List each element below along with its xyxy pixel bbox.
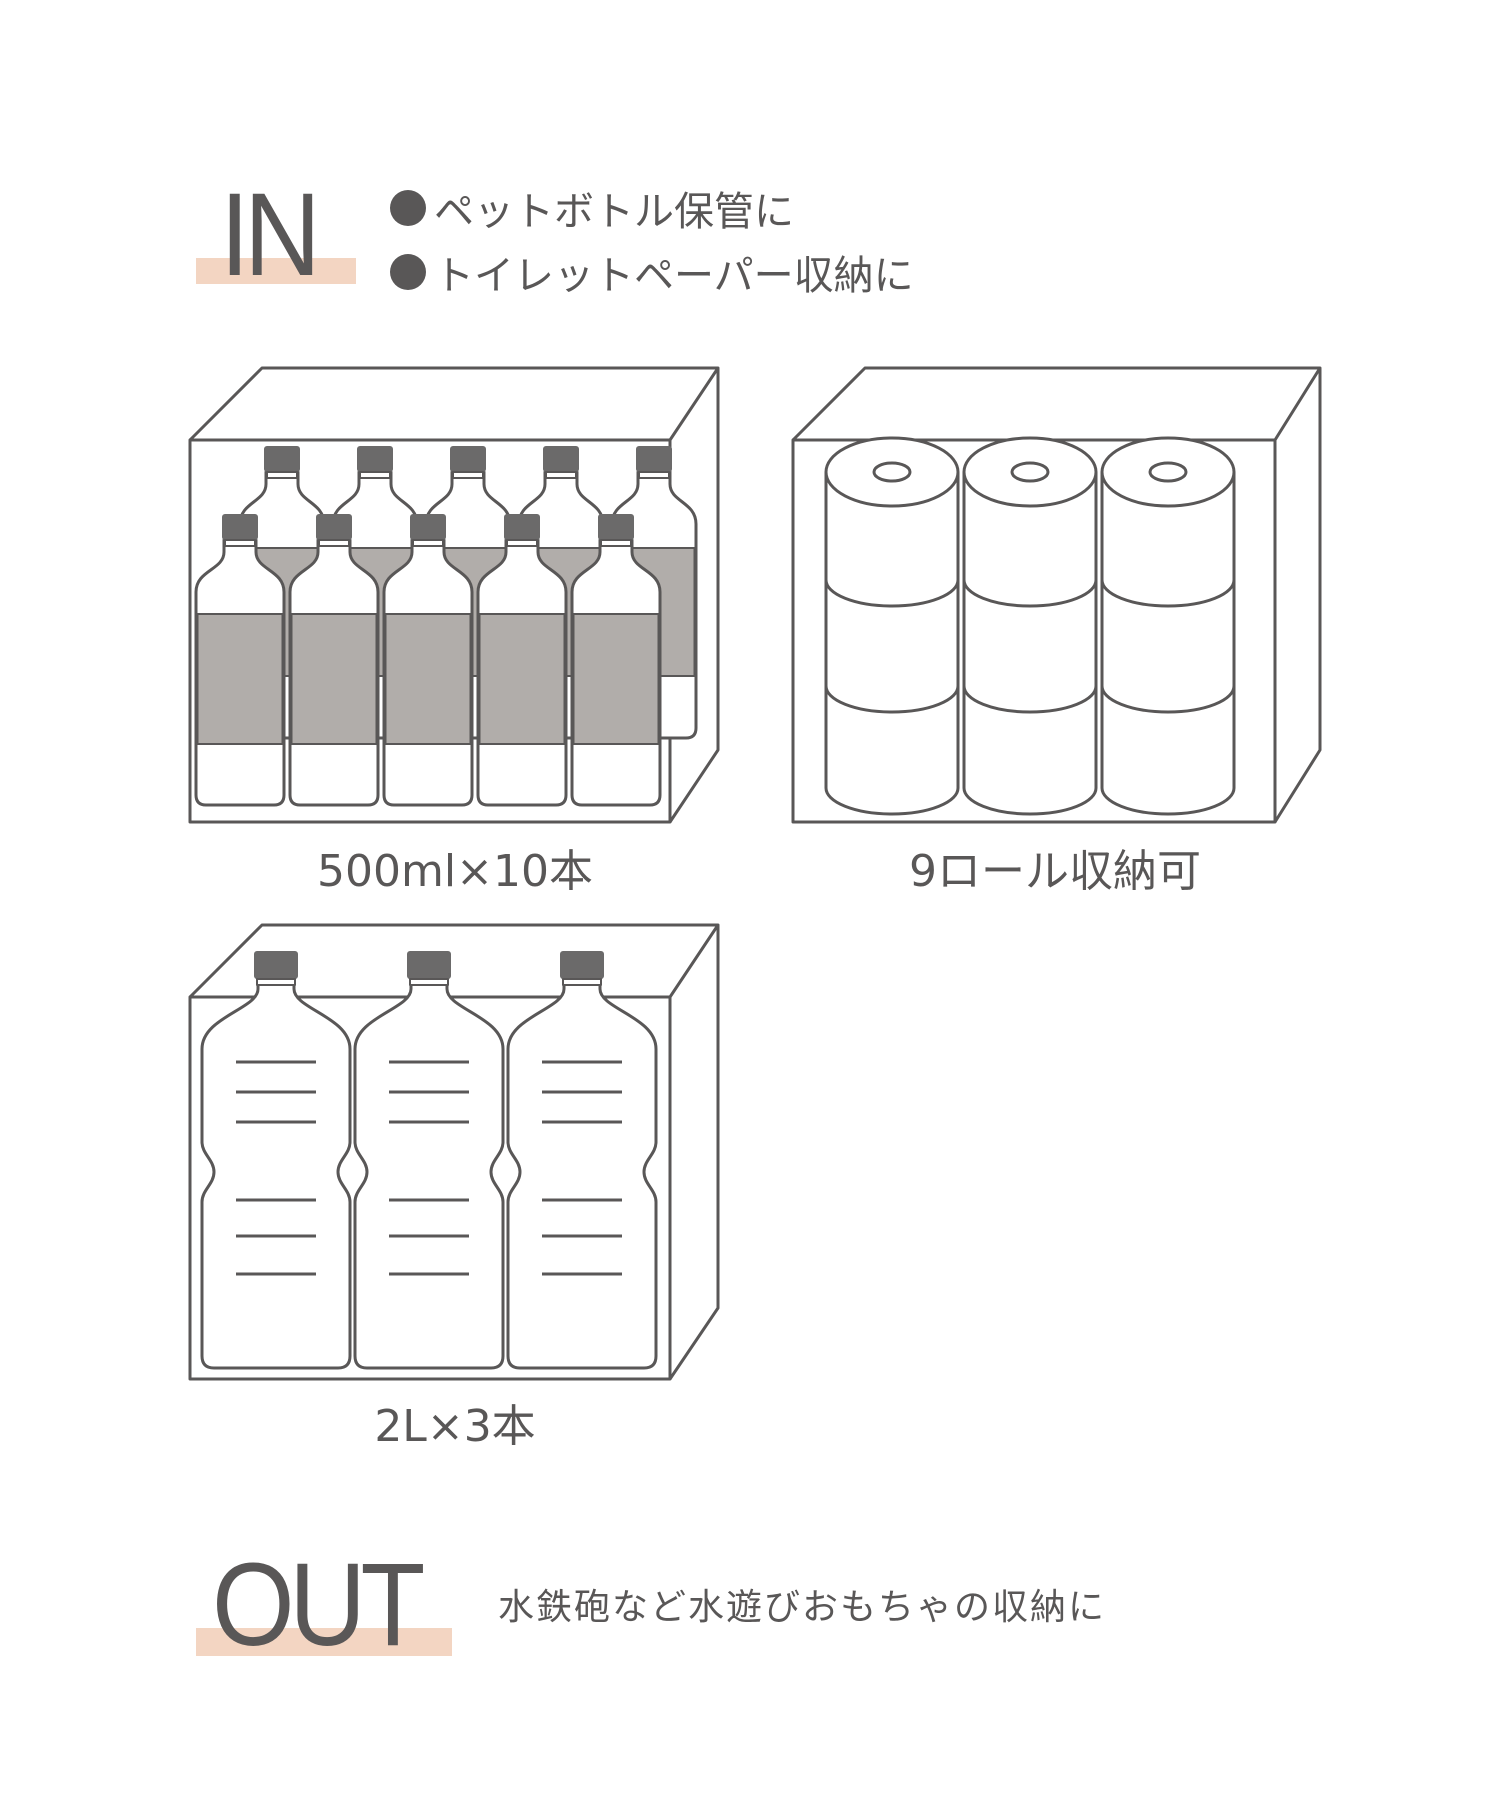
bottle-cap-ring <box>506 539 538 547</box>
bottle-outline <box>506 977 658 1370</box>
bottle-cap-ring <box>545 471 577 479</box>
bottle-2l <box>200 951 352 1370</box>
bottle-500ml <box>194 514 286 807</box>
bottle-500ml <box>570 514 662 807</box>
bottle-cap <box>410 514 446 540</box>
bottle-cap-ring <box>412 539 444 547</box>
in-bullet-item: ペットボトル保管に <box>390 176 914 240</box>
bottle-cap-ring <box>638 471 670 479</box>
bottle-label <box>384 613 472 745</box>
bottle-cap-ring <box>266 471 298 479</box>
bottle-cap-ring <box>562 978 602 986</box>
bottle-cap <box>450 446 486 472</box>
toilet-roll-body <box>962 472 1098 816</box>
bottle-500ml <box>288 514 380 807</box>
toilet-roll-stack <box>962 436 1098 816</box>
bottle-500ml <box>476 514 568 807</box>
toilet-roll-core-icon <box>872 461 912 483</box>
box-500ml-illustration <box>188 366 720 824</box>
bottle-cap <box>636 446 672 472</box>
toilet-roll-stacks <box>824 436 1236 816</box>
bottle-2l <box>506 951 658 1370</box>
bottle-cap <box>222 514 258 540</box>
bottle-cap-ring <box>318 539 350 547</box>
box-top-right-edge <box>668 924 720 998</box>
bottle-cap-ring <box>600 539 632 547</box>
bottle-2l <box>353 951 505 1370</box>
toilet-roll-separator <box>1100 685 1236 714</box>
bottle-cap <box>264 446 300 472</box>
out-heading: OUT <box>196 1540 466 1664</box>
toilet-roll-separator <box>962 579 1098 608</box>
bottle-cap <box>560 951 604 979</box>
bottle-cap <box>504 514 540 540</box>
in-bullet-item: トイレットペーパー収納に <box>390 240 914 304</box>
out-heading-accent-band <box>196 1628 452 1656</box>
bottle-cap <box>407 951 451 979</box>
toilet-roll-separator <box>824 685 960 714</box>
caption-2l-bottles: 2L×3本 <box>374 1401 536 1452</box>
out-heading-text: OUT <box>212 1539 425 1671</box>
bottle-cap-ring <box>359 471 391 479</box>
bottles-2l-row <box>200 951 658 1370</box>
bottle-cap-ring <box>409 978 449 986</box>
bottle-cap-ring <box>224 539 256 547</box>
in-heading-text: IN <box>220 169 321 301</box>
bottles-500ml-front-row <box>194 514 662 807</box>
bottle-label <box>196 613 284 745</box>
toilet-roll-stack <box>824 436 960 816</box>
bottle-cap <box>543 446 579 472</box>
box-top-right-edge <box>1273 367 1322 441</box>
box-top-right-edge <box>668 367 720 441</box>
bottle-cap <box>357 446 393 472</box>
toilet-roll-core-icon <box>1010 461 1050 483</box>
bottle-cap <box>254 951 298 979</box>
toilet-roll-body <box>824 472 960 816</box>
bottle-cap <box>316 514 352 540</box>
toilet-roll-stack <box>1100 436 1236 816</box>
toilet-roll-body <box>1100 472 1236 816</box>
box-toilet-roll-illustration <box>791 366 1322 824</box>
in-heading: IN <box>196 168 366 294</box>
toilet-roll-core-icon <box>1148 461 1188 483</box>
bullet-dot-icon <box>390 190 426 226</box>
toilet-roll-separator <box>824 579 960 608</box>
in-heading-accent-band <box>196 258 356 284</box>
bottle-cap <box>598 514 634 540</box>
in-bullet-list: ペットボトル保管に トイレットペーパー収納に <box>390 176 914 304</box>
bullet-dot-icon <box>390 254 426 290</box>
bottle-label <box>572 613 660 745</box>
in-bullet-text: ペットボトル保管に <box>434 189 794 235</box>
caption-toilet-rolls: 9ロール収納可 <box>909 846 1201 897</box>
bottle-500ml <box>382 514 474 807</box>
bottle-label <box>478 613 566 745</box>
toilet-roll-separator <box>1100 579 1236 608</box>
bottle-cap-ring <box>256 978 296 986</box>
in-bullet-text: トイレットペーパー収納に <box>434 253 914 299</box>
toilet-roll-separator <box>962 685 1098 714</box>
bottle-outline <box>353 977 505 1370</box>
bottle-cap-ring <box>452 471 484 479</box>
caption-500ml-bottles: 500ml×10本 <box>317 846 593 897</box>
bottle-label <box>290 613 378 745</box>
out-description: 水鉄砲など水遊びおもちゃの収納に <box>498 1587 1107 1628</box>
bottle-outline <box>200 977 352 1370</box>
box-2l-illustration <box>188 923 720 1381</box>
